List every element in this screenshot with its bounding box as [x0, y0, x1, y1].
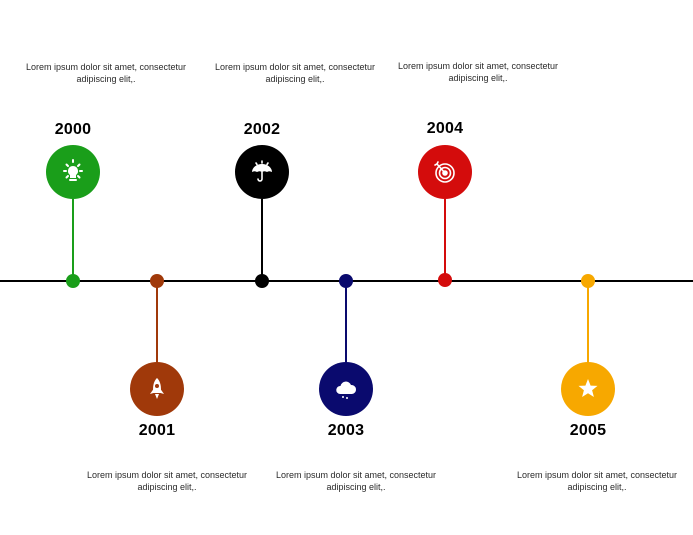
event-stem-2001 [156, 281, 158, 363]
lightbulb-icon [63, 159, 83, 181]
event-year-2000: 2000 [54, 121, 92, 138]
event-description-2004: Lorem ipsum dolor sit amet, consectetur … [397, 61, 559, 83]
event-description-2002: Lorem ipsum dolor sit amet, consectetur … [214, 62, 376, 84]
event-description-2000: Lorem ipsum dolor sit amet, consectetur … [25, 62, 187, 84]
event-badge-2000[interactable] [46, 145, 100, 199]
umbrella-icon [252, 160, 272, 182]
rocket-icon [150, 378, 164, 399]
event-marker-2002[interactable] [255, 274, 269, 288]
star-icon [578, 379, 598, 397]
event-badge-2004[interactable] [418, 145, 472, 199]
target-icon [434, 161, 455, 183]
event-marker-2000[interactable] [66, 274, 80, 288]
event-stem-2004 [444, 199, 446, 280]
event-description-2005: Lorem ipsum dolor sit amet, consectetur … [516, 470, 678, 492]
event-badge-2002[interactable] [235, 145, 289, 199]
event-stem-2000 [72, 199, 74, 280]
event-year-2002: 2002 [243, 121, 281, 138]
event-badge-2005[interactable] [561, 362, 615, 416]
event-stem-2003 [345, 281, 347, 363]
event-description-2001: Lorem ipsum dolor sit amet, consectetur … [86, 470, 248, 492]
event-description-2003: Lorem ipsum dolor sit amet, consectetur … [275, 470, 437, 492]
event-marker-2004[interactable] [438, 273, 452, 287]
event-year-2005: 2005 [569, 422, 607, 439]
cloud-icon [336, 381, 357, 399]
event-year-2003: 2003 [327, 422, 365, 439]
event-year-2004: 2004 [426, 120, 464, 137]
event-stem-2002 [261, 199, 263, 280]
event-badge-2003[interactable] [319, 362, 373, 416]
event-year-2001: 2001 [138, 422, 176, 439]
event-badge-2001[interactable] [130, 362, 184, 416]
event-stem-2005 [587, 281, 589, 363]
